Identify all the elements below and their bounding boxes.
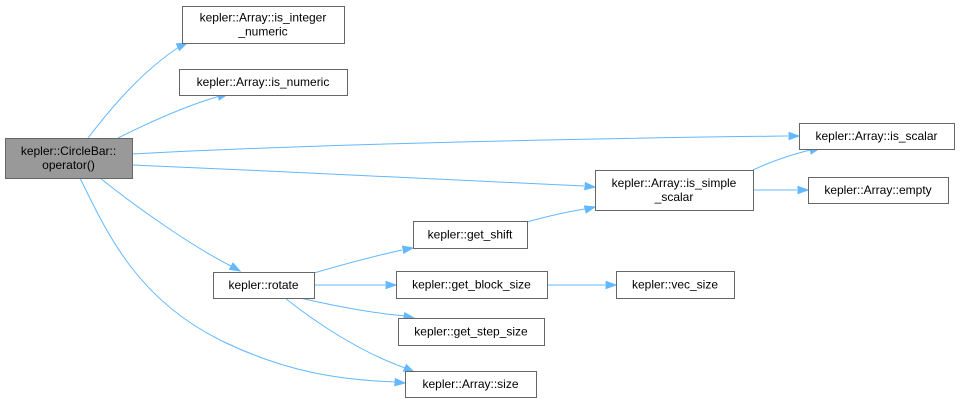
node-box: [799, 123, 955, 150]
arrowhead-icon: [394, 377, 407, 387]
node-label: kepler::vec_size: [632, 278, 718, 292]
edge-rotate-to-get_step_size: [299, 297, 406, 317]
arrowhead-icon: [401, 245, 415, 254]
node-label: _scalar: [654, 190, 694, 204]
edge-root-to-is_simple_scalar: [131, 164, 585, 187]
node-label: kepler::CircleBar::: [21, 144, 116, 158]
arrowhead-icon: [605, 280, 618, 290]
node-get-step-size[interactable]: kepler::get_step_size: [398, 318, 545, 346]
arrowhead-icon: [385, 280, 398, 290]
node-label: kepler::Array::is_scalar: [815, 129, 937, 143]
edge-rotate-to-get_shift: [313, 249, 403, 274]
node-box: [398, 318, 545, 346]
arrowhead-icon: [402, 363, 416, 373]
node-label: kepler::Array::is_numeric: [197, 75, 330, 89]
edge-root-to-size: [79, 177, 397, 383]
node-label: kepler::get_shift: [428, 228, 513, 242]
node-is-scalar[interactable]: kepler::Array::is_scalar: [799, 123, 955, 150]
node-rotate[interactable]: kepler::rotate: [213, 272, 315, 299]
node-label: kepler::rotate: [228, 278, 298, 292]
node-box: [213, 272, 315, 299]
node-box: [595, 170, 754, 211]
node-box: [405, 371, 537, 398]
node-label: kepler::Array::size: [422, 377, 518, 391]
edge-root-to-is_numeric: [117, 95, 221, 139]
arrowhead-icon: [797, 185, 810, 195]
node-vec-size[interactable]: kepler::vec_size: [616, 271, 735, 299]
node-box: [182, 6, 345, 44]
node-empty[interactable]: kepler::Array::empty: [808, 177, 949, 204]
node-root[interactable]: kepler::CircleBar::operator(): [5, 138, 133, 179]
node-is-integer-numeric[interactable]: kepler::Array::is_integer_numeric: [182, 6, 345, 44]
edge-root-to-is_scalar: [131, 135, 789, 155]
node-is-simple-scalar[interactable]: kepler::Array::is_simple_scalar: [595, 170, 754, 211]
arrowhead-icon: [583, 205, 597, 214]
edge-is_simple_scalar-to-is_scalar: [752, 149, 811, 171]
node-box: [179, 69, 348, 96]
node-box: [5, 138, 133, 179]
node-label: kepler::get_block_size: [412, 278, 531, 292]
node-box: [616, 271, 735, 299]
edge-root-to-is_integer_numeric: [87, 44, 183, 139]
node-box: [413, 221, 528, 249]
node-label: kepler::Array::is_simple: [612, 176, 737, 190]
arrowhead-icon: [584, 181, 597, 191]
edge-root-to-rotate: [99, 177, 232, 267]
node-label: _numeric: [237, 25, 287, 39]
node-box: [808, 177, 949, 204]
edge-rotate-to-size: [284, 297, 406, 369]
edge-get_shift-to-is_simple_scalar: [526, 208, 586, 223]
node-is-numeric[interactable]: kepler::Array::is_numeric: [179, 69, 348, 96]
node-label: kepler::Array::empty: [824, 183, 931, 197]
node-get-block-size[interactable]: kepler::get_block_size: [396, 271, 548, 299]
node-label: kepler::get_step_size: [414, 325, 528, 339]
node-label: operator(): [42, 158, 95, 172]
arrowhead-icon: [175, 42, 189, 52]
arrowhead-icon: [228, 262, 242, 272]
node-label: kepler::Array::is_integer: [200, 11, 327, 25]
node-box: [396, 271, 548, 299]
node-get-shift[interactable]: kepler::get_shift: [413, 221, 528, 249]
node-size[interactable]: kepler::Array::size: [405, 371, 537, 398]
arrowhead-icon: [788, 131, 801, 141]
